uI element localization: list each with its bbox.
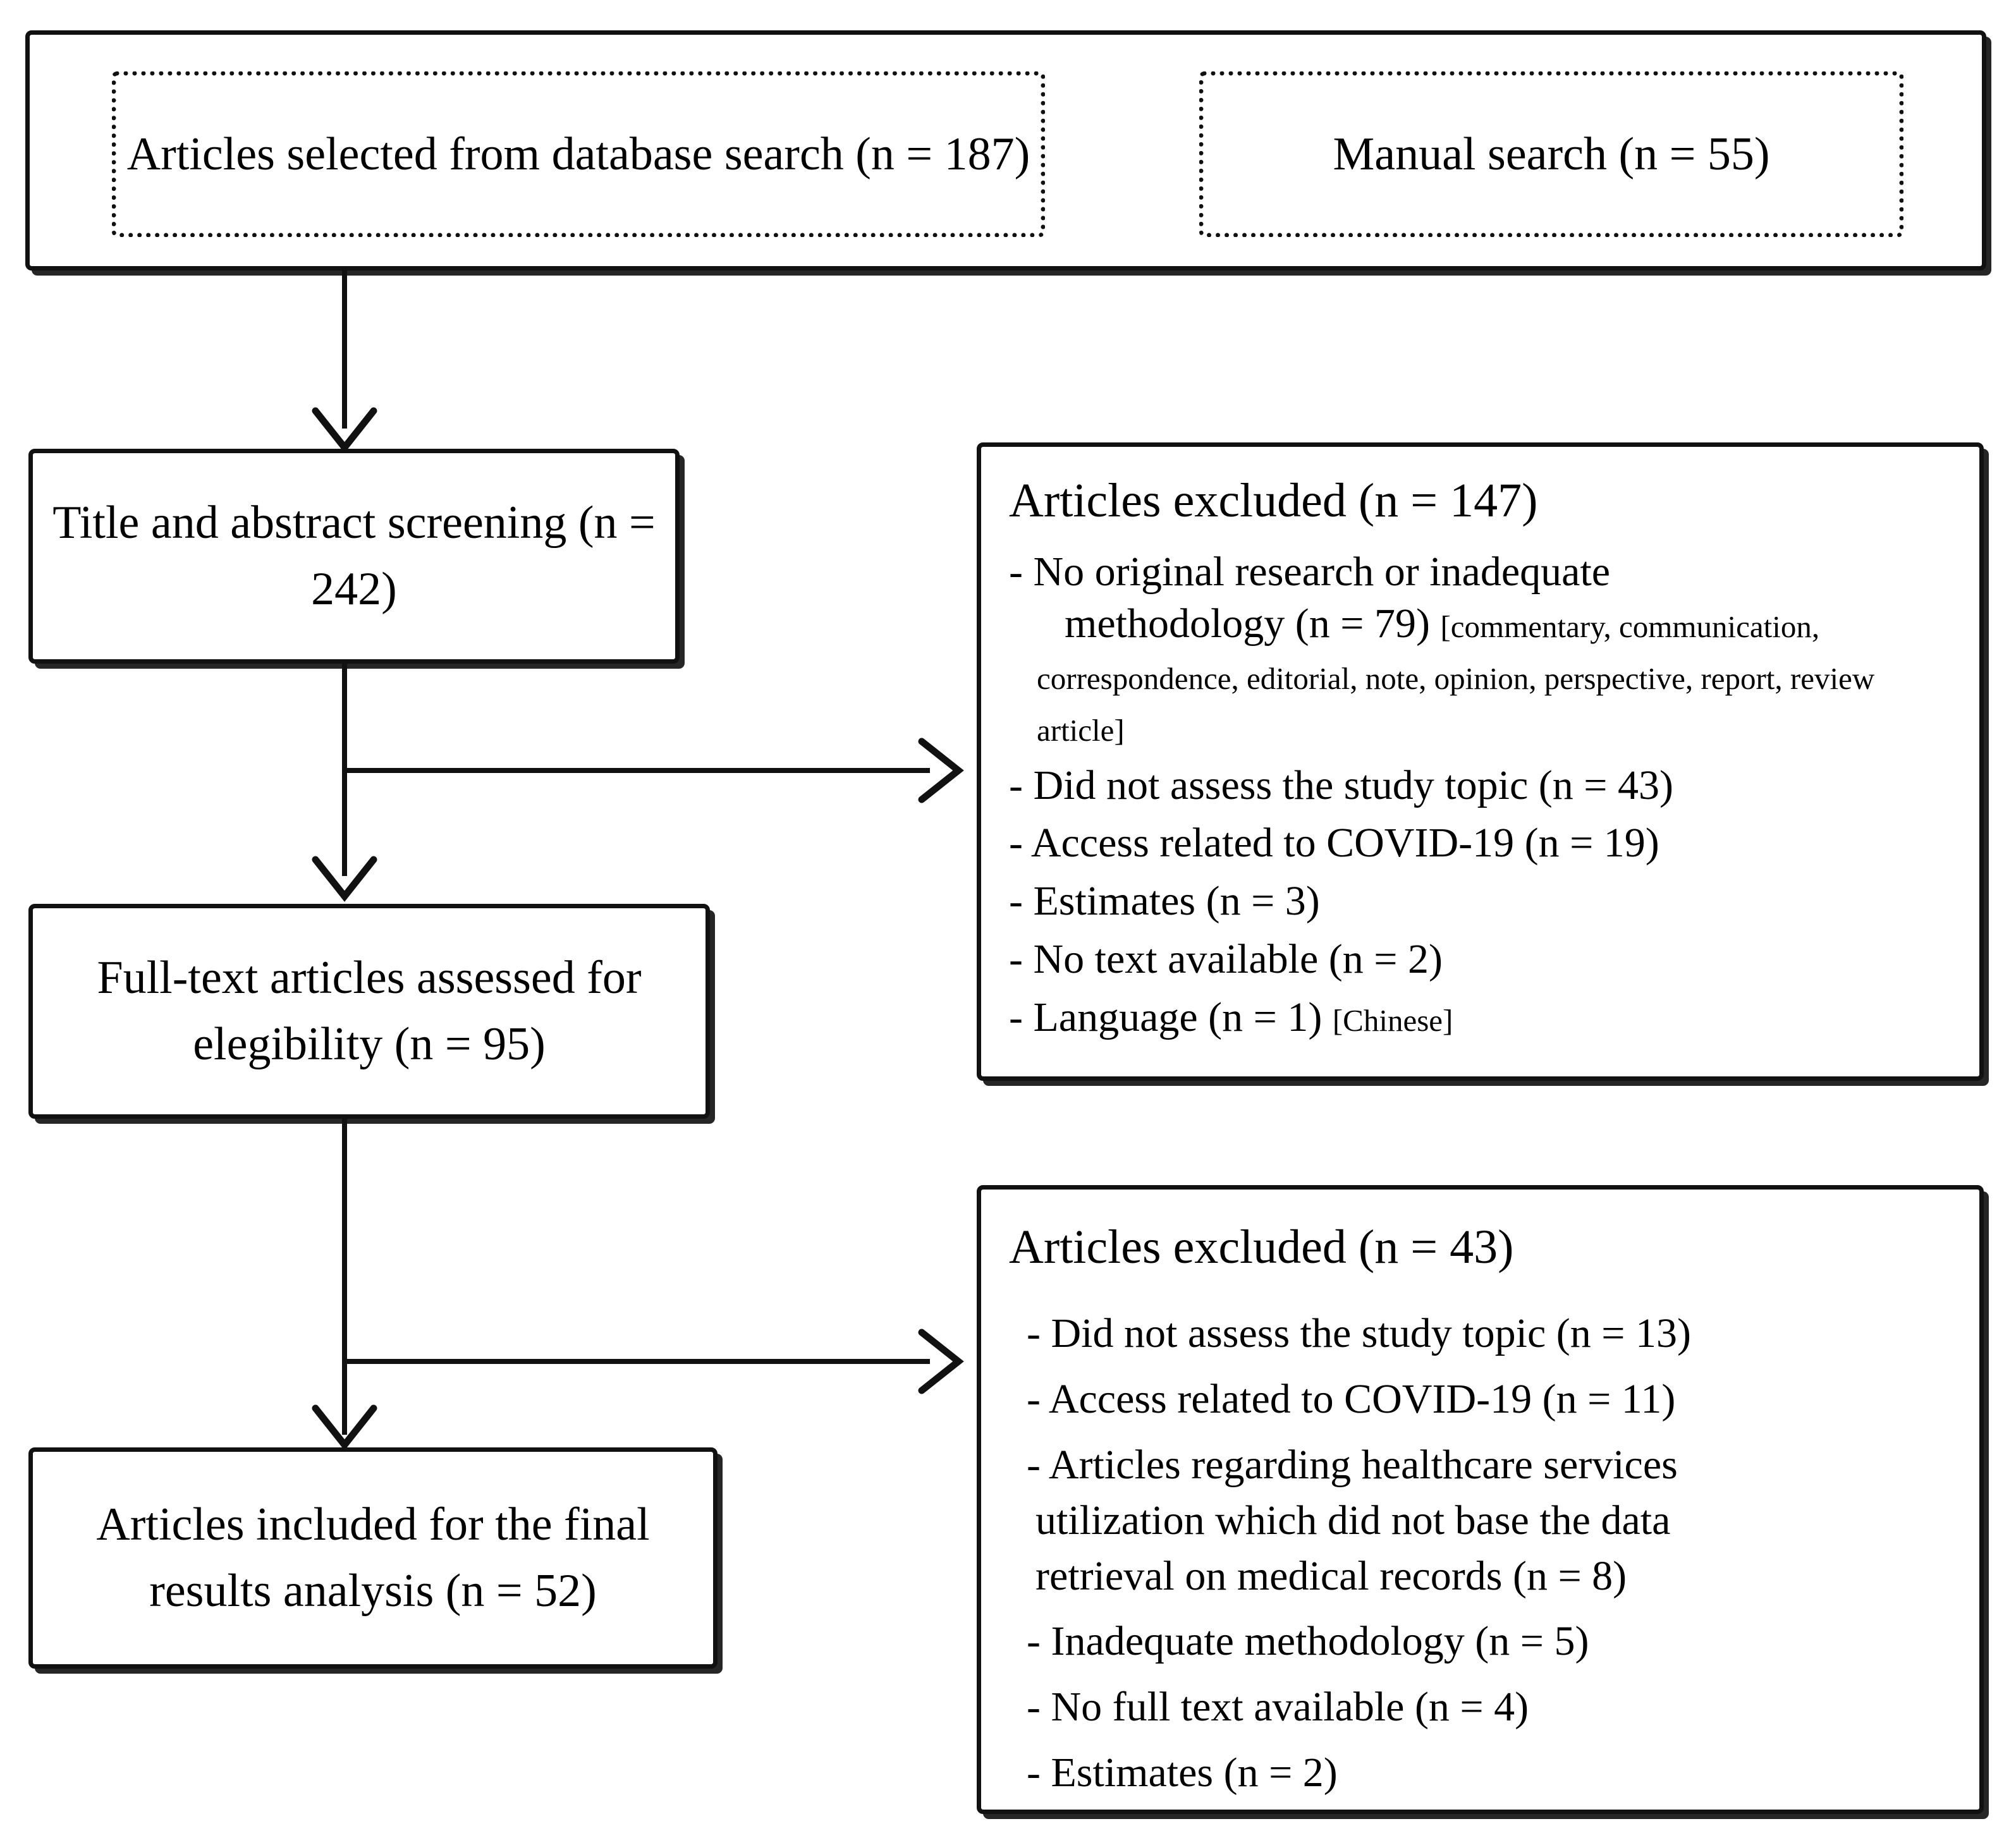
connector-eligibility-to-included (342, 1119, 347, 1435)
eligibility-box: Full-text articles assessed for elegibil… (28, 904, 710, 1119)
connector-band-to-screening (342, 271, 347, 429)
exclusion-1-item-3: - Estimates (n = 3) (1009, 878, 1320, 925)
arrowhead-down-eligibility (307, 853, 382, 904)
eligibility-label-wrap: Full-text articles assessed for elegibil… (33, 908, 706, 1114)
eligibility-label: Full-text articles assessed for elegibil… (97, 951, 642, 1070)
exclusion-1-title: Articles excluded (n = 147) (1009, 474, 1538, 527)
exclusion-1-item-1: - Did not assess the study topic (n = 43… (1009, 762, 1673, 808)
connector-eligibility-to-exclusion2 (342, 1359, 930, 1364)
exclusion-2-item-5: - Inadequate methodology (n = 5) (1027, 1618, 1589, 1665)
exclusion-2-item-3: utilization which did not base the data (1035, 1497, 1671, 1543)
database-search-box: Articles selected from database search (… (112, 71, 1045, 237)
arrowhead-right-exclusion2 (915, 1324, 966, 1399)
arrowhead-down-screening (307, 405, 382, 455)
manual-search-box: Manual search (n = 55) (1199, 71, 1903, 237)
included-label: Articles included for the final results … (96, 1498, 650, 1617)
exclusion-1-content: Articles excluded (n = 147) - No origina… (1009, 472, 1960, 1064)
exclusion-2-item-2: - Articles regarding healthcare services (1027, 1441, 1678, 1488)
exclusion-2-item-4: retrieval on medical records (n = 8) (1035, 1552, 1627, 1599)
exclusion-1-item-2: - Access related to COVID-19 (n = 19) (1009, 820, 1659, 867)
manual-search-label: Manual search (n = 55) (1333, 128, 1770, 180)
exclusion-box-1: Articles excluded (n = 147) - No origina… (977, 442, 1984, 1081)
exclusion-2-item-0: - Did not assess the study topic (n = 13… (1027, 1310, 1691, 1357)
included-box: Articles included for the final results … (28, 1447, 718, 1669)
exclusion-2-item-6: - No full text available (n = 4) (1027, 1684, 1529, 1731)
exclusion-2-title: Articles excluded (n = 43) (1009, 1220, 1514, 1274)
screening-label-wrap: Title and abstract screening (n = 242) (33, 453, 675, 659)
connector-screening-to-exclusion1 (342, 768, 930, 773)
exclusion-1-item-4: - No text available (n = 2) (1009, 935, 1443, 982)
arrowhead-down-included (307, 1402, 382, 1452)
exclusion-box-2: Articles excluded (n = 43) - Did not ass… (977, 1185, 1984, 1814)
exclusion-1-item-5: - Language (n = 1) [Chinese] (1009, 994, 1453, 1040)
included-label-wrap: Articles included for the final results … (33, 1452, 713, 1664)
database-search-label: Articles selected from database search (… (126, 128, 1030, 180)
arrowhead-right-exclusion1 (915, 733, 966, 808)
exclusion-2-item-1: - Access related to COVID-19 (n = 11) (1027, 1376, 1676, 1423)
screening-label: Title and abstract screening (n = 242) (52, 496, 656, 615)
exclusion-2-item-7: - Estimates (n = 2) (1027, 1749, 1338, 1796)
exclusion-2-list: - Did not assess the study topic (n = 13… (1009, 1308, 1960, 1799)
identification-band: Articles selected from database search (… (25, 30, 1986, 271)
screening-box: Title and abstract screening (n = 242) (28, 449, 680, 664)
exclusion-2-content: Articles excluded (n = 43) - Did not ass… (1009, 1219, 1960, 1797)
